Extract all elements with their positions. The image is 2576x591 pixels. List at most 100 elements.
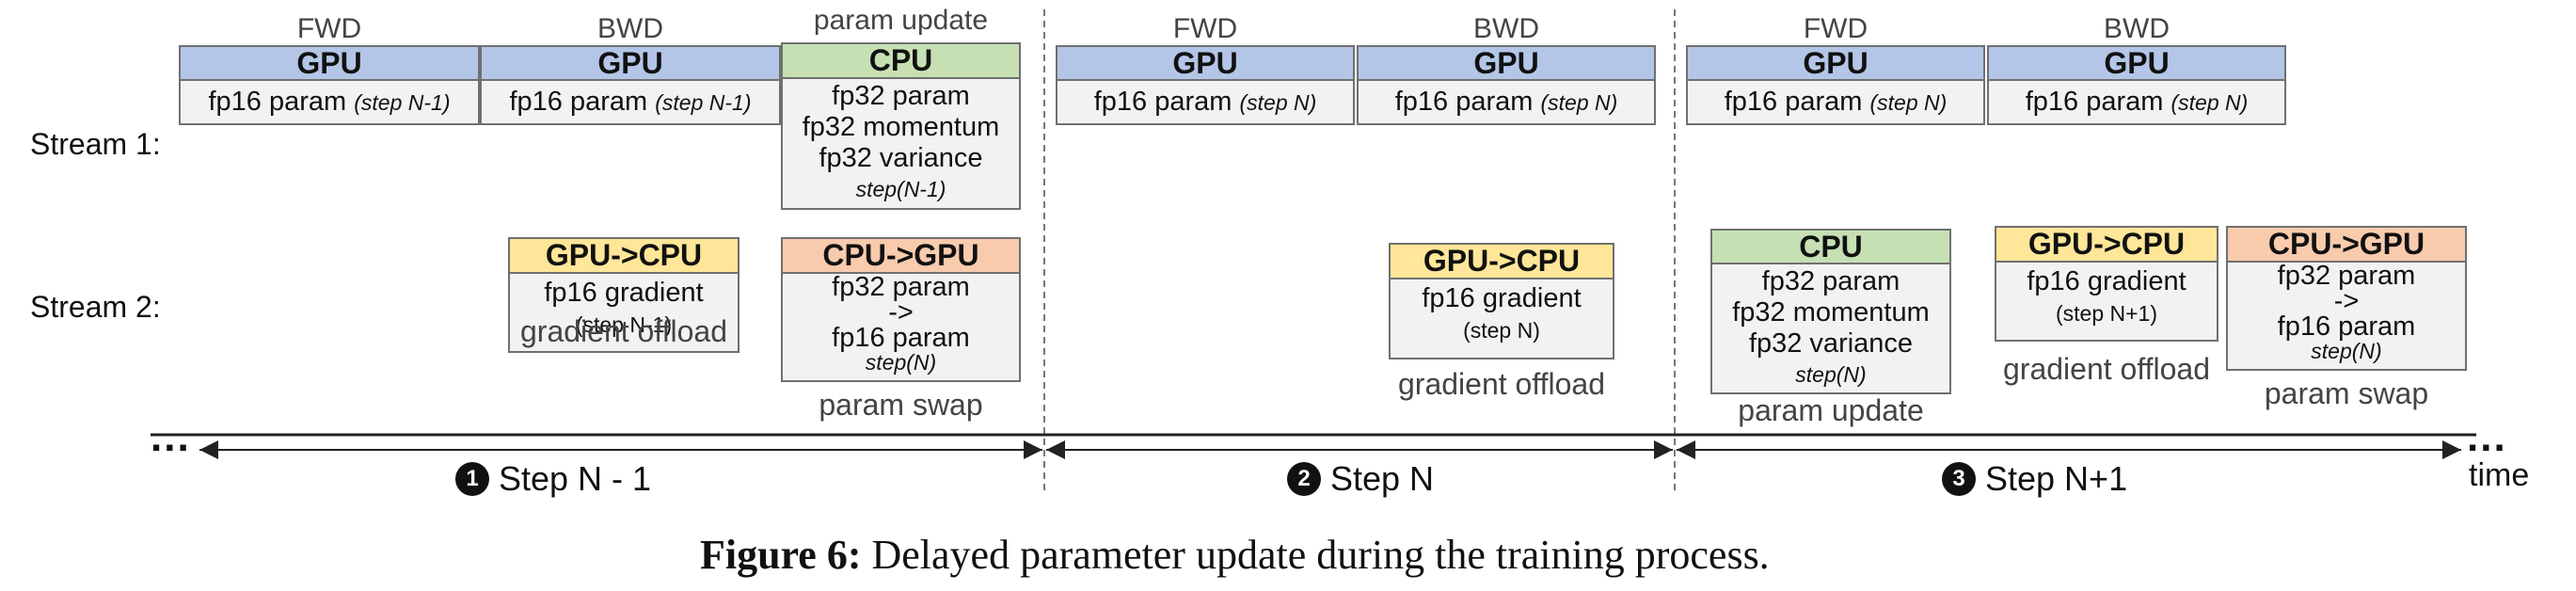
- phase-label-fwd: FWD: [1803, 13, 1868, 44]
- block-step: (step N): [2171, 90, 2249, 115]
- block-body: fp32 param fp32 momentum fp32 variance s…: [781, 79, 1021, 210]
- block-line: fp16 param: [1093, 87, 1232, 117]
- block-line: ->: [2333, 286, 2360, 316]
- step-number-badge: 1: [455, 462, 489, 496]
- bwd-gpu-block: GPU fp16 param (step N): [1357, 45, 1656, 125]
- gpu-to-cpu-header: GPU->CPU: [1995, 226, 2218, 263]
- gpu-to-cpu-header: GPU->CPU: [1389, 243, 1614, 280]
- block-line: fp32 param: [1761, 266, 1900, 296]
- block-line: fp32 param: [832, 272, 970, 302]
- block-line: fp32 variance: [819, 143, 983, 173]
- fwd-gpu-block: GPU fp16 param (step N): [1056, 45, 1355, 125]
- param-swap-label: param swap: [2264, 376, 2429, 410]
- gradient-offload-block: GPU->CPU fp16 gradient (step N+1): [1995, 226, 2218, 342]
- block-line: fp16 param: [1724, 87, 1863, 117]
- bwd-gpu-block: GPU fp16 param (step N): [1987, 45, 2286, 125]
- block-step: step(N-1): [855, 177, 946, 201]
- time-axis-label: time: [2469, 457, 2530, 493]
- block-line: fp16 gradient: [2027, 266, 2186, 296]
- block-line: fp16 gradient: [544, 278, 704, 308]
- step-number-badge: 2: [1287, 462, 1321, 496]
- block-step: (step N): [1239, 90, 1317, 115]
- gpu-header: GPU: [179, 45, 480, 81]
- block-body: fp16 param (step N-1): [480, 81, 781, 125]
- bwd-gpu-block: GPU fp16 param (step N-1): [480, 45, 781, 125]
- gpu-header: GPU: [1686, 45, 1985, 81]
- phase-label-fwd: FWD: [1172, 13, 1238, 44]
- gpu-header: GPU: [1357, 45, 1656, 81]
- block-line: fp32 momentum: [1732, 297, 1930, 327]
- phase-label-fwd: FWD: [296, 13, 362, 44]
- block-line: ->: [888, 297, 914, 327]
- block-body: fp32 param -> fp16 param step(N): [2226, 263, 2467, 371]
- block-line: fp16 param: [1394, 87, 1534, 117]
- param-update-cpu-block: CPU fp32 param fp32 momentum fp32 varian…: [781, 42, 1021, 210]
- block-line: fp32 param: [2277, 261, 2416, 291]
- block-line: fp32 param: [832, 81, 970, 111]
- gradient-offload-label: gradient offload: [2002, 352, 2211, 386]
- block-line: fp16 param: [208, 87, 347, 117]
- param-swap-block: CPU->GPU fp32 param -> fp16 param step(N…: [781, 237, 1021, 382]
- figure-caption-text: Delayed parameter update during the trai…: [871, 532, 1770, 578]
- stream-1-label: Stream 1:: [30, 127, 161, 161]
- step-label: Step N+1: [1985, 459, 2128, 498]
- phase-label-bwd: BWD: [597, 13, 663, 44]
- step-number-badge: 3: [1942, 462, 1976, 496]
- figure-caption-number: Figure 6:: [700, 532, 862, 578]
- phase-label-bwd: BWD: [2104, 13, 2170, 44]
- gpu-header: GPU: [480, 45, 781, 81]
- cpu-to-gpu-header: CPU->GPU: [2226, 226, 2467, 263]
- param-swap-block: CPU->GPU fp32 param -> fp16 param step(N…: [2226, 226, 2467, 371]
- param-update-cpu-block: CPU fp32 param fp32 momentum fp32 varian…: [1710, 229, 1951, 394]
- stream-2-label: Stream 2:: [30, 290, 161, 324]
- block-body: fp32 param -> fp16 param step(N): [781, 274, 1021, 382]
- block-line: fp16 param: [509, 87, 648, 117]
- step-label: Step N: [1330, 459, 1435, 498]
- block-step: step(N): [2311, 339, 2382, 363]
- block-line: fp32 variance: [1748, 328, 1914, 359]
- figure-caption: Figure 6: Delayed parameter update durin…: [700, 531, 1770, 579]
- param-swap-label: param swap: [819, 388, 983, 422]
- fwd-gpu-block: GPU fp16 param (step N): [1686, 45, 1985, 125]
- block-step: (step N-1): [575, 312, 673, 337]
- gpu-to-cpu-header: GPU->CPU: [508, 237, 739, 274]
- block-line: fp32 momentum: [802, 112, 1000, 142]
- step-marker-3: 3 Step N+1: [1942, 459, 2127, 499]
- block-line: fp16 param: [2025, 87, 2164, 117]
- block-step: (step N-1): [655, 90, 752, 115]
- block-line: fp16 param: [832, 323, 970, 353]
- param-update-label: param update: [1738, 393, 1924, 427]
- fwd-gpu-block: GPU fp16 param (step N-1): [179, 45, 480, 125]
- step-label: Step N - 1: [499, 459, 652, 498]
- cpu-header: CPU: [1710, 229, 1951, 264]
- block-body: fp32 param fp32 momentum fp32 variance s…: [1710, 264, 1951, 394]
- block-body: fp16 param (step N): [1056, 81, 1355, 125]
- block-line: fp16 gradient: [1422, 283, 1582, 313]
- cpu-to-gpu-header: CPU->GPU: [781, 237, 1021, 274]
- phase-label-bwd: BWD: [1473, 13, 1539, 44]
- block-body: fp16 param (step N): [1686, 81, 1985, 125]
- block-body: fp16 param (step N): [1357, 81, 1656, 125]
- block-step: (step N): [1869, 90, 1948, 115]
- gradient-offload-block: GPU->CPU fp16 gradient (step N): [1389, 243, 1614, 359]
- gradient-offload-label: gradient offload: [1397, 367, 1606, 401]
- block-body: fp16 gradient (step N+1): [1995, 263, 2218, 342]
- timeline-ellipsis-right: ...: [2467, 414, 2507, 460]
- block-body: fp16 gradient (step N-1): [508, 274, 739, 353]
- timeline-ellipsis-left: ...: [151, 414, 191, 460]
- block-step: step(N): [1795, 362, 1867, 387]
- phase-label-param-update: param update: [813, 5, 989, 36]
- block-step: step(N): [865, 350, 937, 375]
- block-body: fp16 param (step N-1): [179, 81, 480, 125]
- step-marker-1: 1 Step N - 1: [455, 459, 651, 499]
- gpu-header: GPU: [1056, 45, 1355, 81]
- block-step: (step N): [1463, 318, 1540, 343]
- block-step: (step N+1): [2055, 301, 2157, 326]
- block-step: (step N-1): [354, 90, 451, 115]
- cpu-header: CPU: [781, 42, 1021, 79]
- gradient-offload-label: gradient offload: [519, 314, 728, 348]
- gradient-offload-block: GPU->CPU fp16 gradient (step N-1): [508, 237, 739, 353]
- block-body: fp16 gradient (step N): [1389, 280, 1614, 359]
